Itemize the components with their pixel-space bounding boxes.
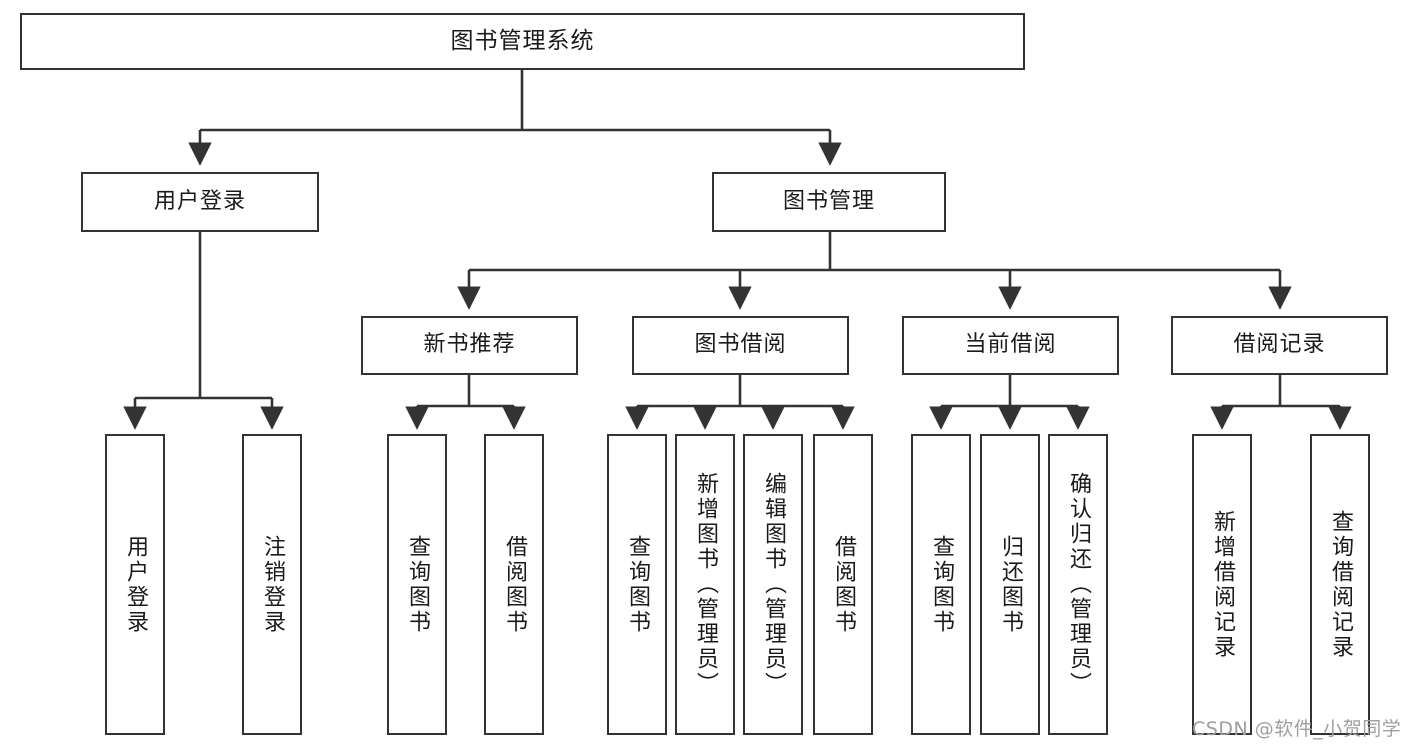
csdn-watermark: CSDN @软件_小贺同学 [1192,718,1402,740]
node-label: 新书推荐 [423,332,516,358]
node-label: 查询图书 [928,534,954,635]
node-leaf-query-record[interactable]: 查询借阅记录 [1310,434,1370,735]
node-leaf-user-login[interactable]: 用户登录 [105,434,165,735]
node-leaf-user-logout[interactable]: 注销登录 [242,434,302,735]
node-label: 新增借阅记录 [1209,509,1235,660]
node-leaf-add-record[interactable]: 新增借阅记录 [1192,434,1252,735]
node-leaf-query-book-1[interactable]: 查询图书 [387,434,447,735]
node-current-borrow[interactable]: 当前借阅 [902,316,1119,375]
node-book-borrow[interactable]: 图书借阅 [632,316,849,375]
node-label: 当前借阅 [964,332,1057,358]
node-label: 借阅记录 [1233,332,1326,358]
node-label: 查询图书 [404,534,430,635]
node-leaf-confirm-return[interactable]: 确认归还（管理员） [1048,434,1108,735]
node-root-system[interactable]: 图书管理系统 [20,13,1025,70]
node-leaf-edit-book[interactable]: 编辑图书（管理员） [743,434,803,735]
node-label: 图书管理系统 [450,27,595,54]
node-book-management[interactable]: 图书管理 [712,172,946,232]
node-label: 查询借阅记录 [1327,509,1353,660]
node-label: 新增图书（管理员） [692,472,718,697]
node-leaf-borrow-book-2[interactable]: 借阅图书 [813,434,873,735]
node-label: 编辑图书（管理员） [760,472,786,697]
node-leaf-return-book[interactable]: 归还图书 [980,434,1040,735]
node-leaf-add-book[interactable]: 新增图书（管理员） [675,434,735,735]
node-label: 用户登录 [153,188,246,214]
node-label: 借阅图书 [830,534,856,635]
node-leaf-query-book-3[interactable]: 查询图书 [911,434,971,735]
node-label: 确认归还（管理员） [1065,472,1091,697]
node-label: 注销登录 [259,534,285,635]
node-label: 用户登录 [122,534,148,635]
node-label: 归还图书 [997,534,1023,635]
node-leaf-query-book-2[interactable]: 查询图书 [607,434,667,735]
node-new-book-recommend[interactable]: 新书推荐 [361,316,578,375]
node-leaf-borrow-book-1[interactable]: 借阅图书 [484,434,544,735]
node-label: 查询图书 [624,534,650,635]
node-label: 图书借阅 [694,332,787,358]
node-user-login[interactable]: 用户登录 [81,172,319,232]
node-label: 图书管理 [782,188,875,214]
node-borrow-record[interactable]: 借阅记录 [1171,316,1388,375]
node-label: 借阅图书 [501,534,527,635]
